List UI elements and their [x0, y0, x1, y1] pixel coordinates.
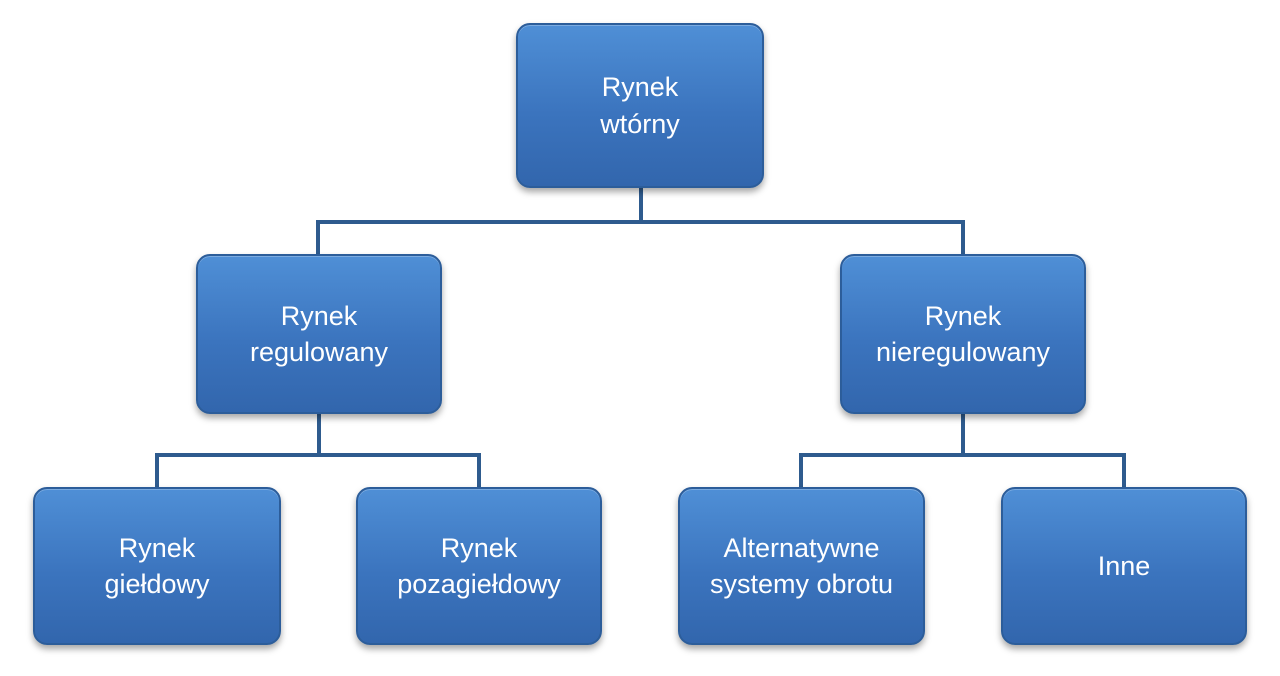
- node-rynek-wtorny: Rynek wtórny: [516, 23, 764, 188]
- node-rynek-gieldowy: Rynek giełdowy: [33, 487, 281, 645]
- node-rynek-pozagieldowy-label: Rynek pozagiełdowy: [397, 532, 561, 599]
- node-rynek-wtorny-label: Rynek wtórny: [600, 72, 680, 139]
- node-rynek-nieregulowany: Rynek nieregulowany: [840, 254, 1086, 414]
- node-alternatywne-systemy-obrotu-label: Alternatywne systemy obrotu: [709, 532, 894, 599]
- node-rynek-nieregulowany-label: Rynek nieregulowany: [875, 300, 1051, 367]
- connector-unregulated-to-children: [799, 414, 1126, 487]
- connector-root-to-level2: [316, 188, 965, 254]
- node-alternatywne-systemy-obrotu: Alternatywne systemy obrotu: [678, 487, 925, 645]
- node-rynek-regulowany-label: Rynek regulowany: [249, 300, 389, 367]
- node-inne-label: Inne: [1097, 550, 1151, 581]
- node-rynek-gieldowy-label: Rynek giełdowy: [104, 532, 210, 599]
- node-rynek-pozagieldowy: Rynek pozagiełdowy: [356, 487, 602, 645]
- node-rynek-regulowany: Rynek regulowany: [196, 254, 442, 414]
- node-inne: Inne: [1001, 487, 1247, 645]
- connector-regulated-to-children: [155, 414, 481, 487]
